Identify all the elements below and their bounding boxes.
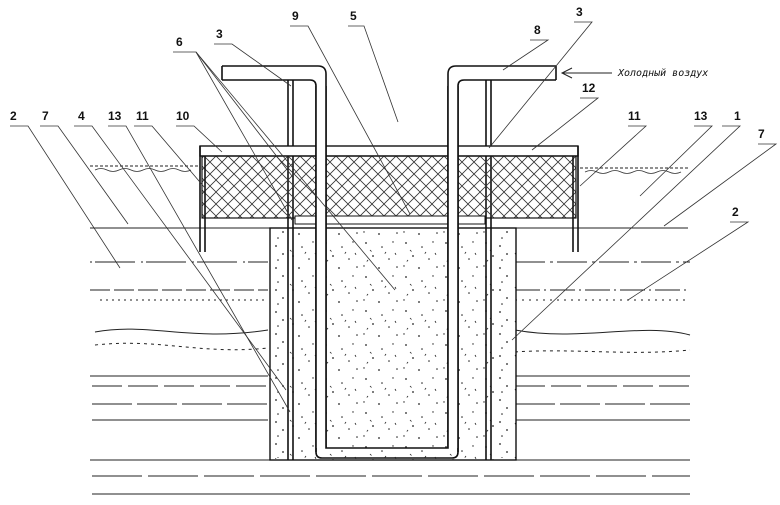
label-2-right: 2 [732,205,739,219]
label-12: 12 [582,81,596,95]
label-3-left: 3 [216,27,223,41]
label-5: 5 [350,9,357,23]
label-10: 10 [176,109,190,123]
label-13-right: 13 [694,109,708,123]
leader-lines [10,21,778,413]
insulation-cover [199,145,579,252]
label-3-right: 3 [576,5,583,19]
label-7-right: 7 [758,127,765,141]
u-air-pipe [221,65,557,459]
label-11-left: 11 [136,109,149,123]
cold-air-arrow [560,67,612,79]
label-4: 4 [78,109,85,123]
label-1: 1 [734,109,741,123]
label-9: 9 [292,9,299,23]
label-2-left: 2 [10,109,17,123]
label-13-left: 13 [108,109,122,123]
label-6: 6 [176,35,183,49]
pit-body [269,80,517,461]
label-11-right: 11 [628,109,641,123]
cold-air-caption: Холодный воздух [617,67,708,79]
label-8: 8 [534,23,541,37]
callout-labels: 2 7 4 13 11 10 6 3 9 5 8 3 12 11 13 1 7 … [10,5,765,219]
label-7-left: 7 [42,109,49,123]
